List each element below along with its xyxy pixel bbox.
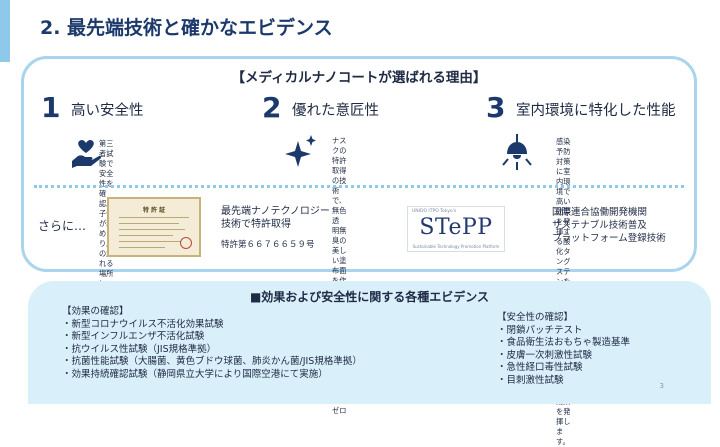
patent-number: 特許第６６７６６５９号 [221, 240, 315, 250]
accent-bar [0, 0, 10, 62]
effect-list: 【効果の確認】 ・新型コロナウイルス不活化効果試験 ・新型インフルエンザ不活化試… [62, 306, 362, 381]
list-item: ・閉鎖パッチテスト [497, 324, 583, 336]
patent-description: 最先端ナノテクノロジー 技術で特許取得 [221, 205, 330, 231]
evidence-heading: ■効果および安全性に関する各種エビデンス [249, 290, 490, 304]
page-number: 3 [659, 382, 664, 390]
dotted-divider [34, 185, 684, 188]
list-item: ・急性経口毒性試験 [497, 362, 583, 373]
seal-icon [180, 237, 192, 249]
evidence-section: ■効果および安全性に関する各種エビデンス 【効果の確認】 ・新型コロナウイルス不… [28, 281, 711, 404]
ceiling-lamp-icon [502, 134, 532, 170]
safety-heading: 【安全性の確認】 [497, 312, 574, 323]
sparkle-icon [285, 135, 316, 167]
feature-title: 高い安全性 [71, 103, 144, 119]
reasons-panel: 【メディカルナノコートが選ばれる理由】 1 高い安全性 第三者試験で安全性を確認… [21, 56, 697, 446]
list-item: ・食品衛生法おもちゃ製造基準 [497, 337, 631, 348]
feature-title: 室内環境に特化した性能 [516, 103, 676, 119]
hand-heart-icon [72, 140, 102, 168]
patent-line: 技術で特許取得 [221, 219, 291, 230]
patent-certificate-image: 特 許 証 [107, 197, 201, 257]
list-item: ・新型インフルエンザ不活化試験 [62, 331, 205, 342]
page-title: 2. 最先端技術と確かなエビデンス [40, 17, 333, 39]
unido-line: プラットフォーム登録技術 [552, 233, 666, 244]
list-item: ・新型コロナウイルス不活化効果試験 [62, 318, 224, 330]
feature-number: 2 [262, 91, 282, 124]
feature-title: 優れた意匠性 [292, 103, 379, 119]
stepp-caption: UNIDO ITPO Tokyo's [412, 209, 457, 214]
patent-line: 最先端ナノテクノロジー [221, 206, 330, 217]
stepp-logo-image: UNIDO ITPO Tokyo's STePP Sustainable Tec… [407, 206, 505, 252]
effect-heading: 【効果の確認】 [62, 306, 129, 317]
stepp-subtitle: Sustainable Technology Promotion Platfor… [412, 244, 500, 249]
certificate-title: 特 許 証 [142, 207, 166, 214]
list-item: ・効果持続確認試験（静岡県立大学により国際空港にて実施） [62, 368, 328, 380]
list-item: ・目刺激性試験 [497, 374, 564, 386]
panel-heading: 【メディカルナノコートが選ばれる理由】 [231, 70, 487, 86]
stepp-wordmark: STePP [419, 215, 493, 240]
unido-line: サステナブル技術普及 [552, 220, 647, 231]
safety-list: 【安全性の確認】 ・閉鎖パッチテスト ・食品衛生法おもちゃ製造基準 ・皮膚一次刺… [497, 312, 630, 387]
list-item: ・抗菌性能試験（大腸菌、黄色ブドウ球菌、肺炎かん菌/JIS規格準拠） [62, 356, 362, 367]
unido-description: 国際連合協働開発機関 サステナブル技術普及 プラットフォーム登録技術 [552, 206, 666, 245]
feature-number: 3 [486, 91, 506, 124]
list-item: ・抗ウイルス性試験（JIS規格準拠） [62, 343, 217, 355]
unido-line: 国際連合協働開発機関 [552, 207, 648, 218]
additionally-label: さらに… [38, 219, 87, 233]
list-item: ・皮膚一次刺激性試験 [497, 349, 593, 361]
feature-number: 1 [41, 91, 61, 124]
